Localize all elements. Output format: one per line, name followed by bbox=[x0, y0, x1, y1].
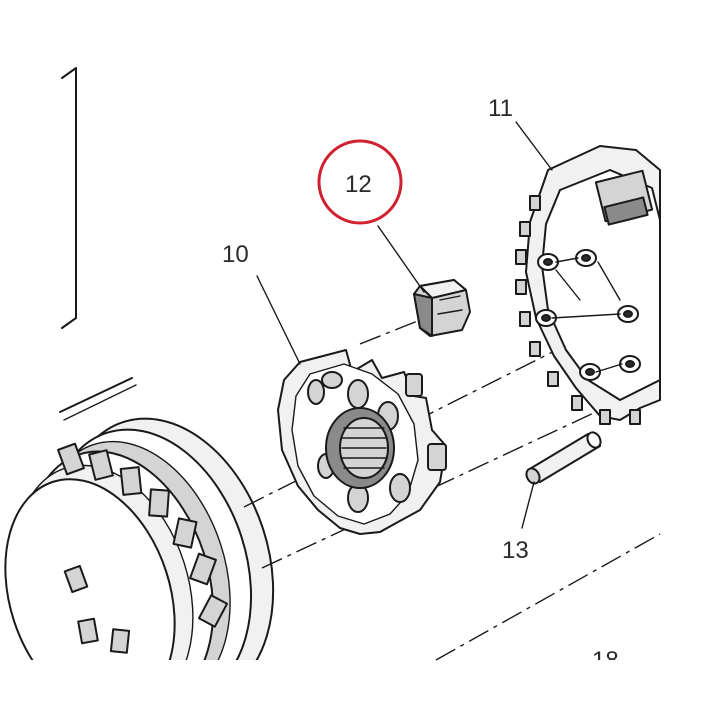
clutch-hub bbox=[515, 145, 661, 425]
clutch-plate-stack bbox=[0, 377, 720, 720]
callout-10: 10 bbox=[222, 241, 249, 268]
adjuster-knob bbox=[413, 279, 471, 337]
leader-lines bbox=[256, 121, 553, 529]
pin bbox=[525, 431, 602, 485]
highlight-circle bbox=[317, 139, 403, 225]
pressure-plate bbox=[277, 349, 447, 535]
callout-13: 13 bbox=[502, 537, 529, 564]
callout-11: 11 bbox=[488, 95, 513, 122]
callout-12: 12 bbox=[345, 171, 372, 198]
frame-bracket bbox=[61, 67, 77, 329]
